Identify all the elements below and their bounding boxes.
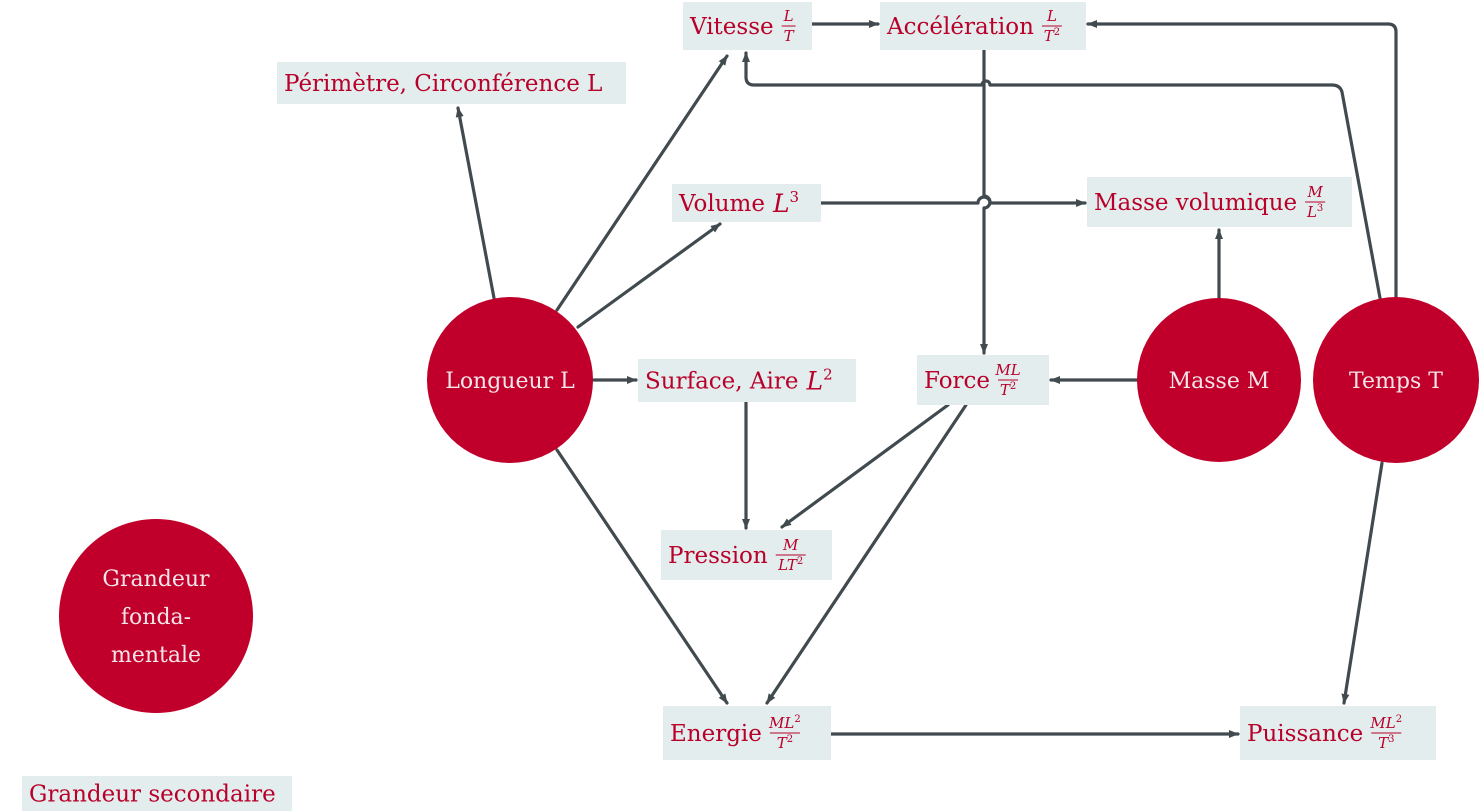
box-force-unit-numerator: ML (994, 361, 1020, 379)
box-puissance-unit-numerator: ML2 (1369, 714, 1402, 732)
box-energie-unit-numerator: ML2 (768, 714, 801, 732)
box-vitesse-label: Vitesse (689, 14, 774, 40)
circle-legend-label-1: fonda- (121, 605, 191, 630)
circle-masse-label: Masse M (1169, 369, 1270, 394)
box-masse_volumique: Masse volumique M L3 (1087, 177, 1352, 227)
circle-longueur: Longueur L (427, 297, 593, 463)
box-energie-unit-denominator: T2 (777, 734, 793, 752)
box-volume-unit: L3 (772, 188, 799, 218)
box-surface-background (638, 359, 856, 402)
arrows-layer (455, 20, 1398, 738)
box-acceleration: Accélération L T2 (880, 2, 1086, 50)
circle-temps: Temps T (1313, 297, 1479, 463)
arrow-force-to-pression (780, 403, 950, 529)
arrow-longueur-to-vitesse (555, 54, 729, 312)
circle-masse: Masse M (1137, 298, 1301, 462)
circle-temps-label: Temps T (1349, 369, 1443, 394)
box-perimetre: Périmètre, Circonférence L (277, 62, 626, 104)
box-legend-label: Grandeur secondaire (29, 782, 276, 808)
arrow-temps-to-acceleration (1086, 20, 1398, 299)
box-puissance-background (1240, 706, 1436, 760)
box-masse_volumique-unit-denominator: L3 (1306, 203, 1323, 221)
box-volume-label: Volume (678, 191, 765, 217)
circle-legend-shape (59, 519, 253, 713)
box-force-unit-denominator: T2 (1000, 381, 1016, 399)
box-puissance-unit-denominator: T3 (1378, 734, 1394, 752)
box-energie-label: Energie (670, 721, 762, 747)
circle-temps-shape (1313, 297, 1479, 463)
circle-legend: Grandeur fonda-mentale (59, 519, 253, 713)
box-vitesse-unit-numerator: L (783, 7, 794, 25)
arrow-force-to-energie (765, 403, 968, 705)
arrow-temps-to-puissance (1341, 461, 1384, 705)
box-volume: Volume L3 (672, 184, 821, 222)
box-pression-label: Pression (668, 543, 768, 569)
box-surface-unit: L2 (805, 366, 832, 396)
box-force-background (917, 355, 1049, 405)
box-energie-background (663, 706, 831, 760)
box-vitesse-unit-denominator: T (784, 27, 795, 45)
circle-longueur-shape (427, 297, 593, 463)
arrow-longueur-to-volume (576, 222, 722, 329)
box-masse_volumique-label: Masse volumique (1094, 190, 1297, 216)
box-vitesse: Vitesse LT (683, 2, 812, 50)
box-legend: Grandeur secondaire (22, 776, 292, 811)
arrow-longueur-to-energie (555, 448, 729, 705)
box-acceleration-unit-numerator: L (1046, 7, 1057, 25)
arrow-longueur-to-perimetre (455, 106, 496, 300)
box-pression-unit-denominator: LT2 (777, 556, 803, 574)
box-surface: Surface, Aire L2 (638, 359, 856, 402)
box-volume-background (672, 184, 821, 222)
nodes-layer: Longueur L Masse M Temps T Grandeur fonda-me… (22, 2, 1479, 811)
box-masse_volumique-unit-numerator: M (1306, 183, 1323, 201)
box-pression: Pression M LT2 (661, 530, 832, 580)
box-pression-unit-numerator: M (782, 536, 799, 554)
box-puissance-label: Puissance (1247, 721, 1363, 747)
arrow-temps-to-vitesse (742, 51, 1382, 300)
arrow-volume-to-masse-volumique (819, 195, 1087, 207)
box-force-label: Force (924, 368, 990, 394)
circle-legend-label-0: Grandeur (102, 567, 210, 592)
box-acceleration-unit-denominator: T2 (1044, 27, 1060, 45)
circle-masse-shape (1137, 298, 1301, 462)
box-legend-background (22, 776, 292, 811)
box-surface-label: Surface, Aire (645, 369, 798, 395)
box-perimetre-label: Périmètre, Circonférence L (284, 71, 602, 97)
circle-longueur-label: Longueur L (445, 369, 575, 394)
box-acceleration-label: Accélération (886, 14, 1034, 40)
circle-legend-label-2: mentale (111, 643, 201, 668)
box-perimetre-background (277, 62, 626, 104)
